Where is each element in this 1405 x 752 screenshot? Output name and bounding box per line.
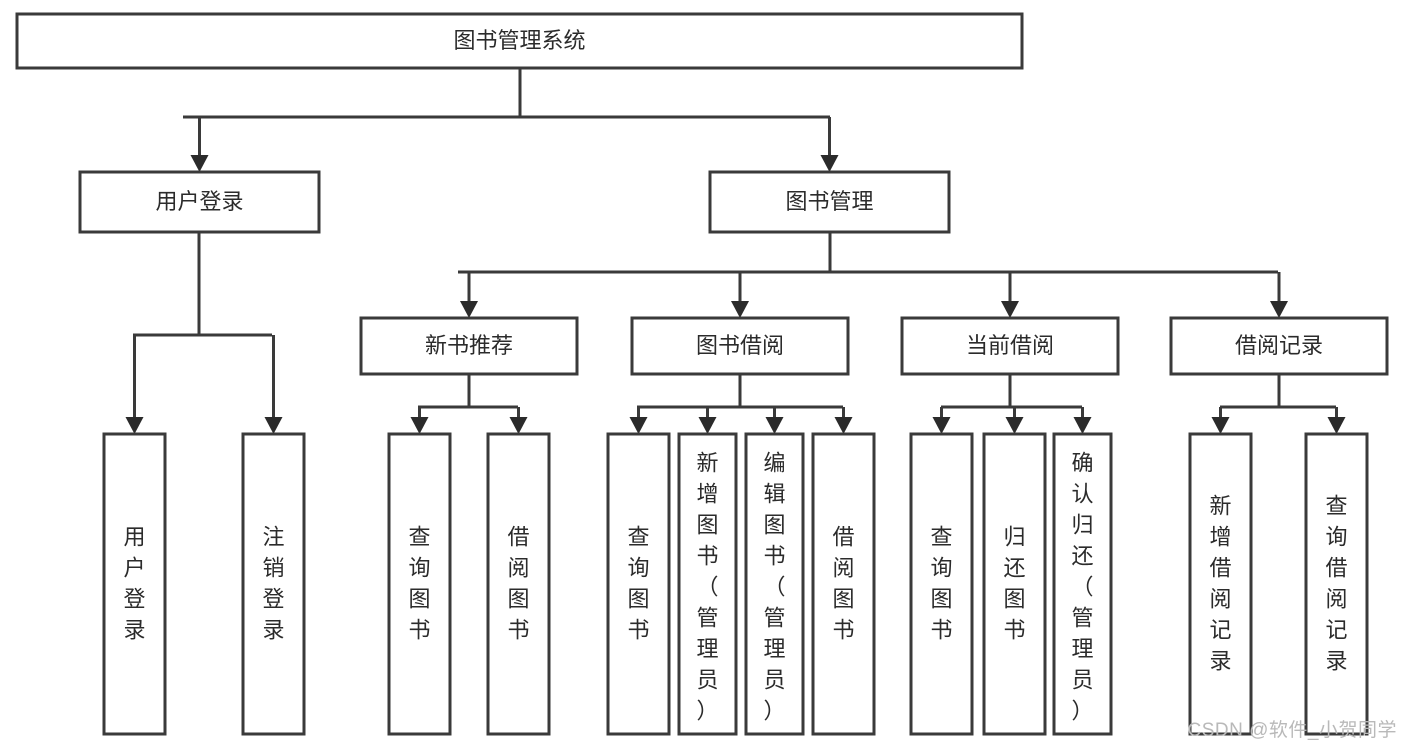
node-label-leaf-logout: 注销登录 <box>262 524 284 642</box>
node-root[interactable]: 图书管理系统 <box>15 12 1024 70</box>
node-box-leaf-add-borrow-record[interactable] <box>1188 432 1253 736</box>
node-new-book-recommend[interactable]: 新书推荐 <box>359 316 579 376</box>
node-label-leaf-return-book: 归还图书 <box>1003 524 1025 642</box>
connector-current_to_leaves <box>932 374 1092 434</box>
node-label-book-management: 图书管理 <box>785 189 873 214</box>
arrow-head-icon <box>820 155 839 172</box>
node-box-leaf-edit-book[interactable] <box>744 432 805 736</box>
node-box-leaf-return-book[interactable] <box>982 432 1047 736</box>
arrow-head-icon <box>1073 417 1092 434</box>
arrow-head-icon <box>509 417 528 434</box>
arrow-head-icon <box>834 417 853 434</box>
node-leaf-logout[interactable]: 注销登录 <box>241 432 306 736</box>
connector-recommend_to_leaves <box>410 374 528 434</box>
arrow-head-icon <box>190 155 209 172</box>
node-leaf-query-book-borrow[interactable]: 查询图书 <box>606 432 671 736</box>
node-label-leaf-borrow-book: 借阅图书 <box>832 524 854 642</box>
node-label-leaf-query-book-recommend: 查询图书 <box>408 524 430 642</box>
node-label-leaf-add-borrow-record: 新增借阅记录 <box>1209 493 1231 673</box>
arrow-head-icon <box>125 417 144 434</box>
node-box-leaf-add-book[interactable] <box>677 432 738 736</box>
node-leaf-add-borrow-record[interactable]: 新增借阅记录 <box>1188 432 1253 736</box>
node-leaf-borrow-book-recommend[interactable]: 借阅图书 <box>486 432 551 736</box>
node-label-new-book-recommend: 新书推荐 <box>425 333 513 358</box>
node-leaf-query-book-recommend[interactable]: 查询图书 <box>387 432 452 736</box>
node-leaf-confirm-return[interactable]: 确认归还（管理员） <box>1052 432 1113 736</box>
node-box-new-book-recommend[interactable] <box>359 316 579 376</box>
node-box-leaf-query-book-recommend[interactable] <box>387 432 452 736</box>
node-box-book-management[interactable] <box>708 170 951 234</box>
arrow-head-icon <box>1001 301 1019 318</box>
node-label-book-borrow: 图书借阅 <box>696 333 784 358</box>
node-label-current-borrow: 当前借阅 <box>966 333 1054 358</box>
node-label-leaf-confirm-return: 确认归还（管理员） <box>1071 450 1093 723</box>
node-leaf-user-login[interactable]: 用户登录 <box>102 432 167 736</box>
arrow-head-icon <box>1211 417 1230 434</box>
node-leaf-edit-book[interactable]: 编辑图书（管理员） <box>744 432 805 736</box>
connector-borrow_to_leaves <box>629 374 853 434</box>
node-label-borrow-record: 借阅记录 <box>1235 333 1323 358</box>
arrow-head-icon <box>1327 417 1346 434</box>
arrow-head-icon <box>698 417 717 434</box>
arrow-head-icon <box>460 301 478 318</box>
node-box-leaf-query-book-current[interactable] <box>909 432 974 736</box>
arrow-head-icon <box>1005 417 1024 434</box>
arrow-head-icon <box>731 301 749 318</box>
node-current-borrow[interactable]: 当前借阅 <box>900 316 1120 376</box>
node-box-root[interactable] <box>15 12 1024 70</box>
connector-record_to_leaves <box>1211 374 1346 434</box>
node-borrow-record[interactable]: 借阅记录 <box>1169 316 1389 376</box>
arrow-head-icon <box>765 417 784 434</box>
node-label-root: 图书管理系统 <box>453 28 585 53</box>
node-leaf-borrow-book[interactable]: 借阅图书 <box>811 432 876 736</box>
watermark: CSDN @软件_小贺同学 <box>1187 720 1397 741</box>
node-box-leaf-logout[interactable] <box>241 432 306 736</box>
arrow-head-icon <box>410 417 429 434</box>
node-box-book-borrow[interactable] <box>630 316 850 376</box>
node-box-leaf-user-login[interactable] <box>102 432 167 736</box>
node-box-leaf-confirm-return[interactable] <box>1052 432 1113 736</box>
node-box-leaf-borrow-book-recommend[interactable] <box>486 432 551 736</box>
connector-book_management_to_level3 <box>458 232 1288 318</box>
node-leaf-add-book[interactable]: 新增图书（管理员） <box>677 432 738 736</box>
arrow-head-icon <box>264 417 283 434</box>
nodes-layer: 图书管理系统用户登录图书管理新书推荐图书借阅当前借阅借阅记录用户登录注销登录查询… <box>15 12 1389 736</box>
node-user-login[interactable]: 用户登录 <box>78 170 321 234</box>
node-label-user-login: 用户登录 <box>155 189 243 214</box>
node-box-leaf-query-book-borrow[interactable] <box>606 432 671 736</box>
node-label-leaf-query-borrow-record: 查询借阅记录 <box>1325 493 1347 673</box>
node-box-leaf-borrow-book[interactable] <box>811 432 876 736</box>
node-label-leaf-query-book-current: 查询图书 <box>930 524 952 642</box>
node-leaf-return-book[interactable]: 归还图书 <box>982 432 1047 736</box>
node-label-leaf-borrow-book-recommend: 借阅图书 <box>507 524 529 642</box>
node-leaf-query-borrow-record[interactable]: 查询借阅记录 <box>1304 432 1369 736</box>
arrow-head-icon <box>629 417 648 434</box>
connector-user_login_to_leaves <box>125 232 283 434</box>
node-label-leaf-add-book: 新增图书（管理员） <box>696 450 718 723</box>
node-box-user-login[interactable] <box>78 170 321 234</box>
node-leaf-query-book-current[interactable]: 查询图书 <box>909 432 974 736</box>
connector-root_to_level2 <box>183 68 839 172</box>
node-label-leaf-query-book-borrow: 查询图书 <box>627 524 649 642</box>
node-box-current-borrow[interactable] <box>900 316 1120 376</box>
node-label-leaf-edit-book: 编辑图书（管理员） <box>763 450 785 723</box>
node-box-leaf-query-borrow-record[interactable] <box>1304 432 1369 736</box>
node-book-management[interactable]: 图书管理 <box>708 170 951 234</box>
connectors-layer <box>125 68 1346 434</box>
node-book-borrow[interactable]: 图书借阅 <box>630 316 850 376</box>
arrow-head-icon <box>932 417 951 434</box>
node-box-borrow-record[interactable] <box>1169 316 1389 376</box>
arrow-head-icon <box>1270 301 1288 318</box>
node-label-leaf-user-login: 用户登录 <box>123 524 145 642</box>
